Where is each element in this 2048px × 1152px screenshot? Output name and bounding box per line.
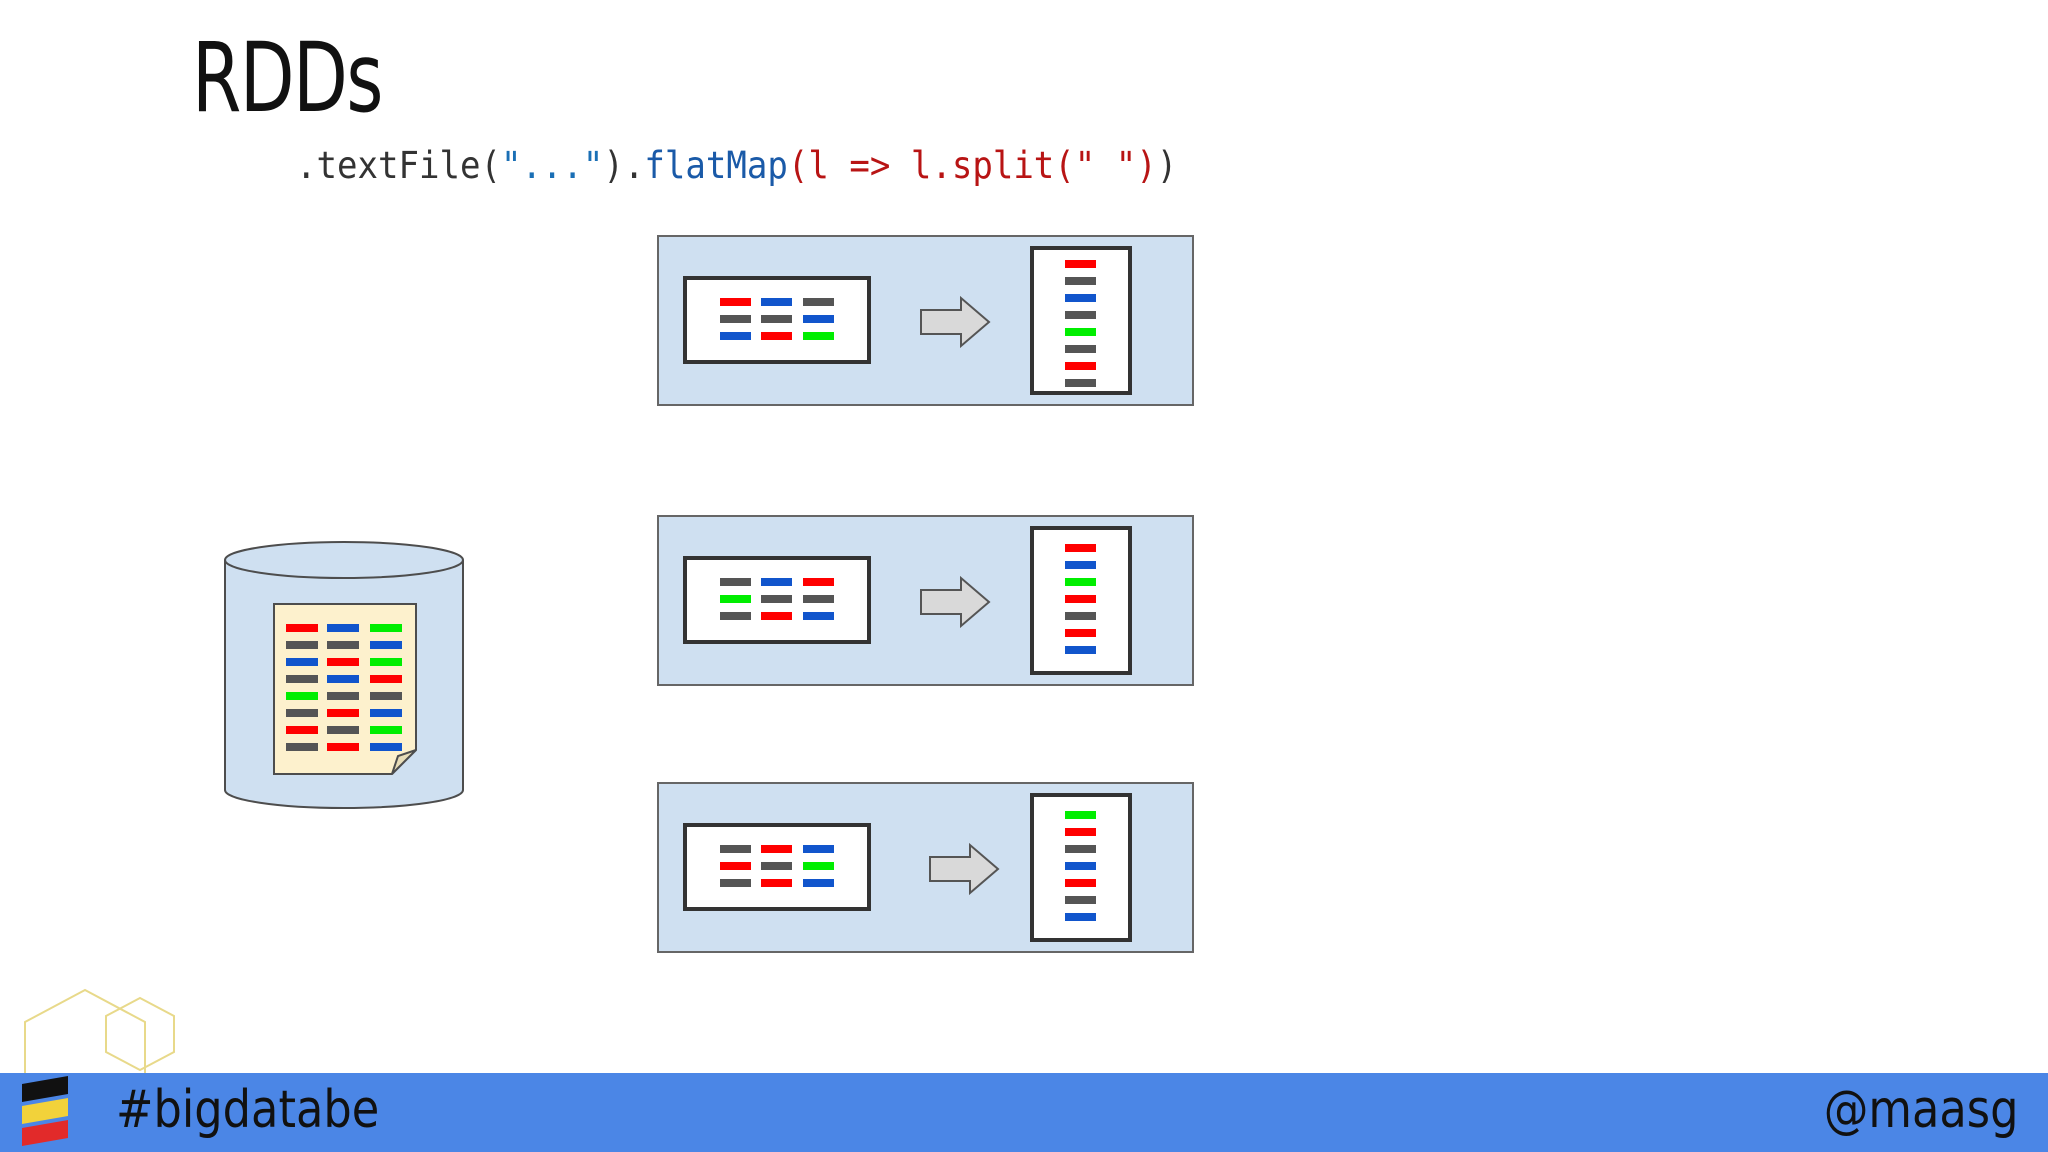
source-word xyxy=(286,641,318,649)
source-document-rows xyxy=(286,624,402,751)
input-word xyxy=(720,332,751,340)
input-record-box xyxy=(683,276,871,364)
source-word xyxy=(370,692,402,700)
code-close-paren: ) xyxy=(1156,144,1178,187)
output-word xyxy=(1065,260,1096,268)
partitions xyxy=(657,235,1194,953)
output-word xyxy=(1065,811,1096,819)
input-word xyxy=(803,595,834,603)
output-word xyxy=(1065,862,1096,870)
input-word xyxy=(720,315,751,323)
output-word xyxy=(1065,328,1096,336)
partition xyxy=(657,235,1194,406)
source-word xyxy=(286,624,318,632)
source-word xyxy=(286,692,318,700)
input-word xyxy=(761,578,792,586)
code-lambda: (l => l.split(" ") xyxy=(787,144,1157,187)
output-word xyxy=(1065,913,1096,921)
output-word xyxy=(1065,345,1096,353)
source-word xyxy=(370,675,402,683)
footer-bar xyxy=(0,1073,2048,1152)
source-word xyxy=(286,675,318,683)
code-flatmap: flatMap xyxy=(644,144,788,187)
output-word xyxy=(1065,277,1096,285)
input-word xyxy=(803,612,834,620)
hashtag-label: #bigdatabe xyxy=(116,1080,380,1140)
input-word xyxy=(761,862,792,870)
source-word xyxy=(286,726,318,734)
input-word xyxy=(761,879,792,887)
input-word xyxy=(761,298,792,306)
partition xyxy=(657,515,1194,686)
input-word xyxy=(720,578,751,586)
input-word xyxy=(803,298,834,306)
input-word xyxy=(803,578,834,586)
input-word xyxy=(761,332,792,340)
output-word xyxy=(1065,294,1096,302)
partition xyxy=(657,782,1194,953)
source-word xyxy=(327,726,359,734)
code-dot: ). xyxy=(603,144,645,187)
input-word xyxy=(761,595,792,603)
output-word xyxy=(1065,578,1096,586)
twitter-handle: @maasg xyxy=(1823,1080,2018,1140)
output-word xyxy=(1065,595,1096,603)
input-word xyxy=(803,845,834,853)
source-word xyxy=(327,624,359,632)
source-word xyxy=(370,658,402,666)
input-word xyxy=(803,879,834,887)
input-word xyxy=(720,845,751,853)
input-word xyxy=(761,845,792,853)
source-word xyxy=(370,624,402,632)
code-string-arg: "..." xyxy=(500,144,604,187)
source-word xyxy=(286,658,318,666)
source-word xyxy=(370,709,402,717)
source-word xyxy=(327,709,359,717)
output-word xyxy=(1065,629,1096,637)
output-word xyxy=(1065,362,1096,370)
input-word xyxy=(720,298,751,306)
input-word xyxy=(720,879,751,887)
slide-title: RDDs xyxy=(192,22,383,134)
output-word xyxy=(1065,828,1096,836)
input-word xyxy=(720,612,751,620)
source-word xyxy=(327,692,359,700)
input-word xyxy=(720,595,751,603)
source-word xyxy=(370,743,402,751)
input-word xyxy=(803,315,834,323)
right-arrow-icon xyxy=(920,575,991,629)
right-arrow-icon xyxy=(920,295,991,349)
source-word xyxy=(327,675,359,683)
right-arrow-icon xyxy=(929,842,1000,896)
input-word xyxy=(720,862,751,870)
input-word xyxy=(803,862,834,870)
output-word xyxy=(1065,896,1096,904)
source-word xyxy=(327,743,359,751)
code-snippet: .textFile("...").flatMap(l => l.split(" … xyxy=(296,144,1177,187)
source-word xyxy=(286,709,318,717)
output-word xyxy=(1065,544,1096,552)
input-word xyxy=(761,315,792,323)
belgian-flag-stack-icon xyxy=(22,1076,68,1146)
output-word xyxy=(1065,561,1096,569)
source-word xyxy=(286,743,318,751)
source-word xyxy=(327,641,359,649)
output-word xyxy=(1065,379,1096,387)
output-word xyxy=(1065,879,1096,887)
output-word xyxy=(1065,646,1096,654)
output-words-box xyxy=(1030,246,1132,395)
input-word xyxy=(761,612,792,620)
source-word xyxy=(370,641,402,649)
output-word xyxy=(1065,311,1096,319)
source-word xyxy=(327,658,359,666)
source-word xyxy=(370,726,402,734)
output-word xyxy=(1065,845,1096,853)
input-word xyxy=(803,332,834,340)
code-textfile: .textFile( xyxy=(296,144,501,187)
output-word xyxy=(1065,612,1096,620)
